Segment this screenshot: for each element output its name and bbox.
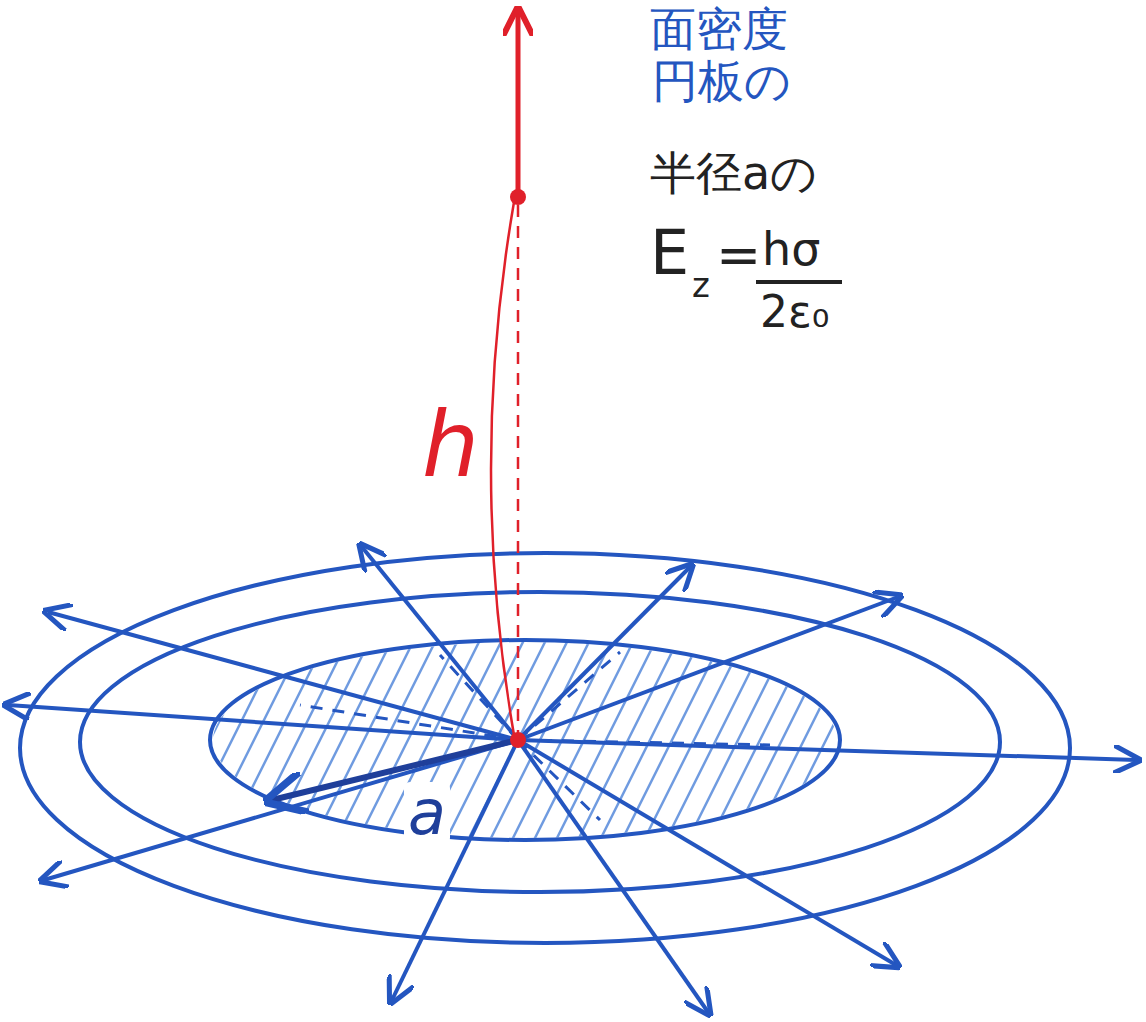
disk-radial-dashes [300,652,770,820]
height-dashed-line [517,205,520,735]
height-bracket [491,202,514,735]
radius-label: a [404,782,450,844]
height-label: h [422,400,479,490]
formula-equals: = [716,228,761,282]
disk-edge [210,640,840,840]
hatch-line [766,620,886,860]
note-text: 面密度 [650,6,788,52]
hatch-line [832,620,952,860]
disk-center [510,732,526,748]
formula-denominator: 2ε₀ [760,290,829,334]
formula-symbol: E [650,222,689,284]
hatch-line [788,620,908,860]
hatch-line [656,620,776,860]
hatch-line [700,620,820,860]
hatch-line [282,620,402,860]
formula-subscript: z [692,268,710,302]
formula-numerator: hσ [762,226,820,272]
hatch-line [238,620,358,860]
hatch-line [876,620,996,860]
fraction-bar [756,280,842,284]
hatch-line [612,620,732,860]
hatch-line [370,620,490,860]
note-text: 円板の [652,58,791,104]
radius-arrow [272,740,518,800]
field-rings [20,553,1070,943]
field-vector [516,12,521,195]
hatch-line [744,620,864,860]
hatch-line [810,620,930,860]
ring [20,553,1070,943]
note-text: 半径aの [650,150,817,196]
field-arrows [8,547,1136,1012]
field-point [510,189,526,205]
disk-hatching [150,620,1018,860]
